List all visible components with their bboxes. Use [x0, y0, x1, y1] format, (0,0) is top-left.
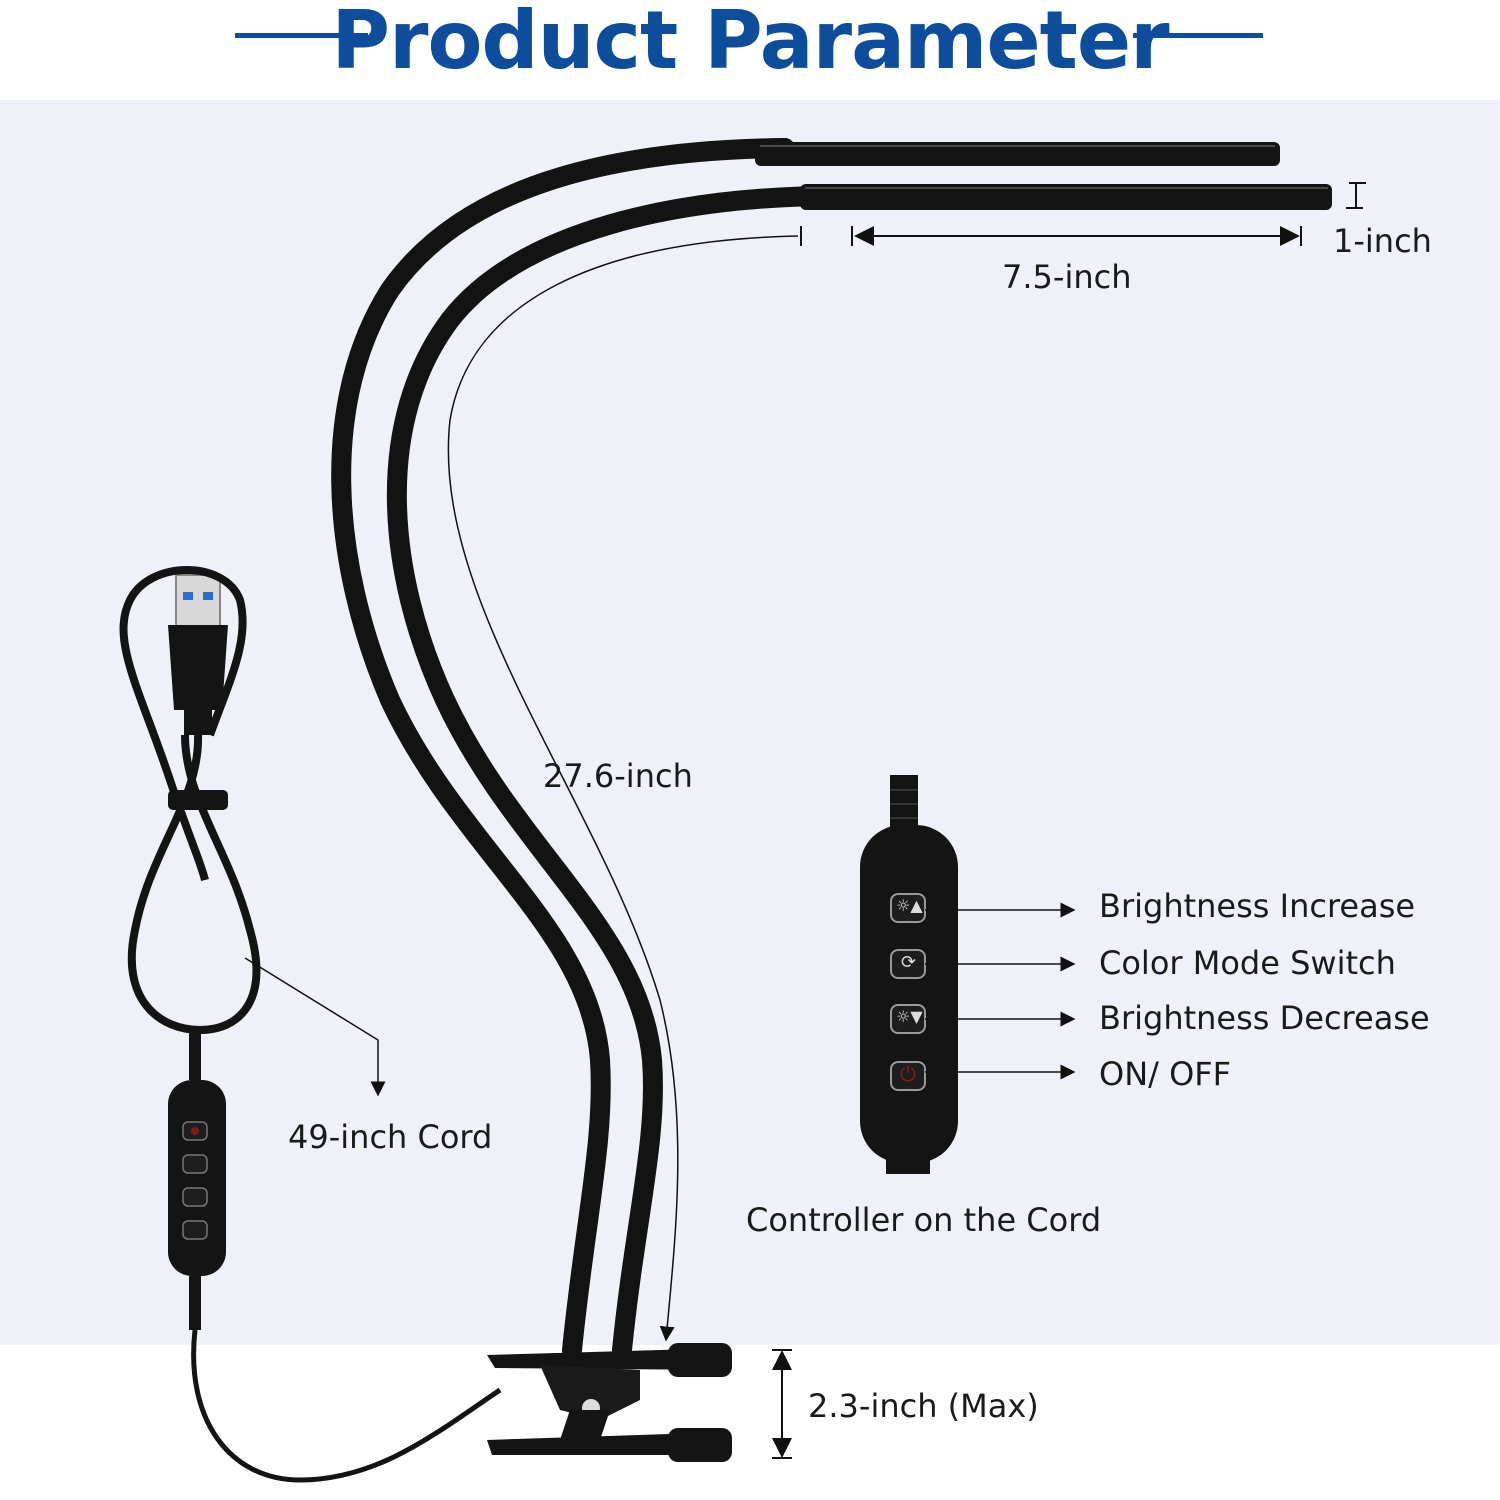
controller-large — [860, 775, 958, 1174]
brightness-up-icon: ☼▲ — [896, 896, 923, 915]
dimension-arm-length — [447, 235, 799, 1342]
label-on-off: ON/ OFF — [1099, 1055, 1232, 1093]
cord-callout-line — [244, 957, 386, 1097]
gooseneck-arm-back — [331, 138, 795, 1360]
label-head-length: 7.5-inch — [1002, 258, 1132, 296]
label-head-width: 1-inch — [1333, 222, 1432, 260]
gooseneck-arm-front — [386, 186, 845, 1360]
background-panel — [0, 100, 1500, 1345]
usb-plug — [175, 574, 221, 628]
light-bar-front — [800, 184, 1332, 210]
coiled-cord — [127, 734, 261, 1035]
color-mode-icon: ⟳ — [901, 952, 917, 973]
controller-caption: Controller on the Cord — [746, 1201, 1102, 1239]
inline-controller-small — [168, 1080, 226, 1276]
label-cord-length: 49-inch Cord — [288, 1118, 493, 1156]
title-rule-left — [235, 33, 368, 38]
label-brightness-increase: Brightness Increase — [1099, 887, 1416, 925]
label-color-mode-switch: Color Mode Switch — [1099, 944, 1396, 982]
power-icon: ⏻ — [900, 1062, 916, 1086]
page-title: Product Parameter — [331, 0, 1169, 87]
title-rule-right — [1133, 33, 1263, 38]
brightness-down-icon: ☼▼ — [896, 1007, 923, 1026]
light-bar-back — [755, 142, 1280, 166]
label-brightness-decrease: Brightness Decrease — [1099, 999, 1430, 1037]
label-clip-opening: 2.3-inch (Max) — [808, 1387, 1039, 1425]
desk-clip — [487, 1343, 732, 1462]
label-arm-length: 27.6-inch — [543, 757, 693, 795]
